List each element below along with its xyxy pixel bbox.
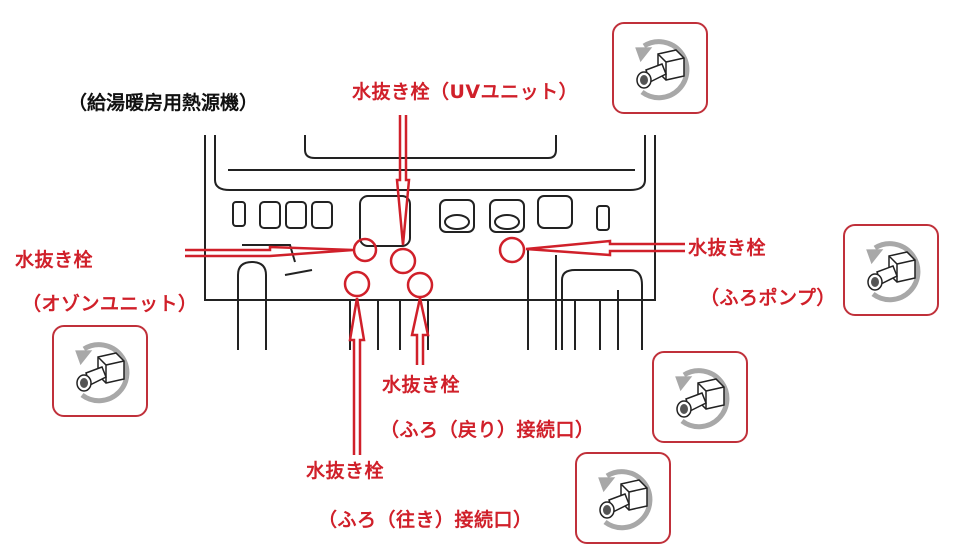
label-bath-return: （ふろ（戻り）接続口） — [380, 419, 595, 441]
drain-plug-rotate-icon — [52, 325, 148, 417]
drain-plug-rotate-icon — [612, 22, 708, 114]
label-ozone-unit: （オゾンユニット） — [22, 293, 198, 315]
label-ozone-drain: 水抜き栓 — [15, 249, 94, 271]
drain-plug-rotate-icon — [575, 452, 671, 544]
label-outgo-drain: 水抜き栓 — [306, 460, 385, 482]
device-title: （給湯暖房用熱源機） — [68, 92, 259, 114]
label-pump-drain: 水抜き栓 — [688, 237, 767, 259]
label-bath-pump: （ふろポンプ） — [700, 287, 836, 309]
label-return-drain: 水抜き栓 — [382, 374, 461, 396]
drain-plug-rotate-icon — [652, 351, 748, 443]
label-bath-outgo: （ふろ（往き）接続口） — [318, 509, 533, 531]
label-uv-unit: 水抜き栓（UVユニット） — [352, 81, 579, 103]
drain-plug-rotate-icon — [843, 224, 939, 316]
